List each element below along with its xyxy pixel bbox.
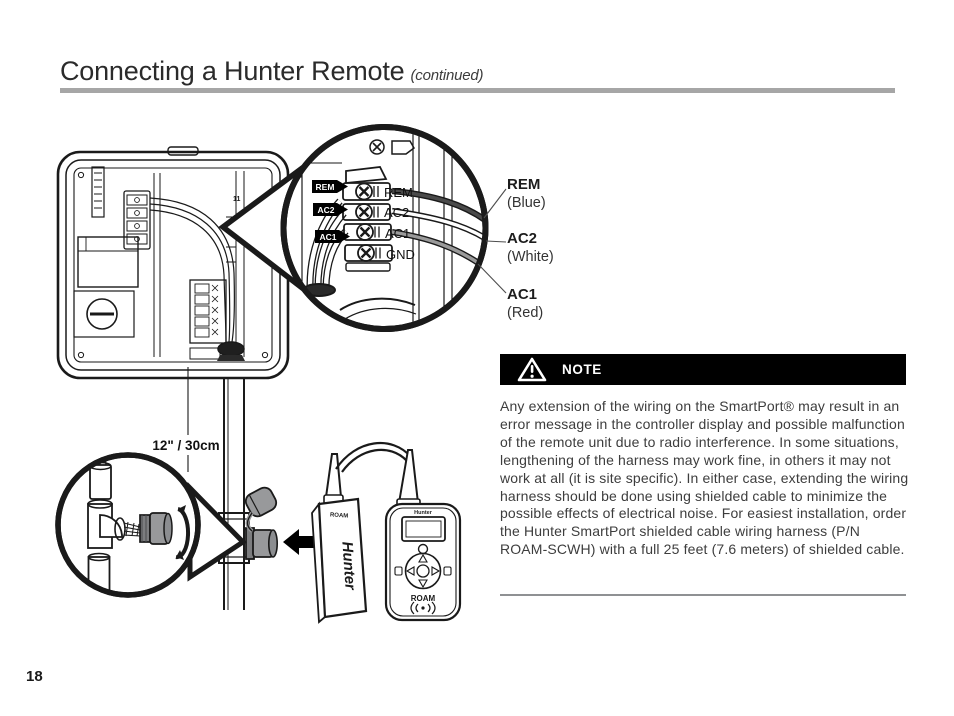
station-number-label: 11 (233, 196, 241, 203)
callout-ac2: AC2 (White) (507, 230, 597, 266)
page-title-main: Connecting a Hunter Remote (60, 56, 405, 86)
callout-rem: REM (Blue) (507, 176, 597, 212)
terminal-magnifier: REM AC2 AC1 GND REM AC2 AC1 (218, 124, 507, 332)
terminal-label-ac2: AC2 (384, 205, 409, 220)
svg-text:AC2: AC2 (317, 205, 334, 215)
callout-ac1-name: AC1 (507, 286, 538, 303)
note-body-text: Any extension of the wiring on the Smart… (500, 398, 909, 558)
svg-text:AC1: AC1 (319, 232, 336, 242)
conduit-pipe (218, 378, 315, 610)
smartport-connector (245, 527, 279, 560)
station-terminals (189, 279, 227, 344)
terminal-label-ac1: AC1 (385, 226, 410, 241)
note-header-bar: NOTE (500, 354, 906, 385)
dimension: 12" / 30cm (152, 367, 220, 472)
remote-brand-label: Hunter (414, 510, 433, 516)
wiring-illustration: 11 (40, 105, 510, 657)
remote-transmitter: ROAM Hunter (311, 442, 412, 624)
controller-drawing: 11 (56, 146, 290, 380)
connector-cap (244, 486, 278, 533)
note-bottom-rule (500, 594, 906, 596)
page-number: 18 (26, 668, 43, 685)
dimension-label: 12" / 30cm (152, 438, 219, 453)
title-divider (60, 88, 895, 93)
tee-detail-magnifier (55, 452, 247, 598)
terminal-label-gnd: GND (386, 247, 415, 262)
remote-model-label: ROAM (411, 594, 436, 603)
remote-handheld: Hunter ROAM (384, 449, 462, 622)
wiring-illustration-svg: 11 (55, 124, 507, 624)
cable-grommet (217, 341, 245, 361)
callout-ac2-name: AC2 (507, 230, 538, 247)
callout-ac1-color: (Red) (507, 305, 544, 321)
radio-waves-icon (410, 601, 436, 615)
callout-ac1: AC1 (Red) (507, 286, 597, 322)
callout-ac2-color: (White) (507, 249, 554, 265)
callout-leader-lines (477, 188, 507, 294)
wire-tag-ac2: AC2 (313, 203, 348, 216)
page-title: Connecting a Hunter Remote (continued) (60, 56, 484, 87)
page-title-continued: (continued) (410, 67, 484, 84)
magnified-wires (391, 187, 484, 267)
smartport-terminals-small (123, 190, 151, 250)
radio-signal-icon (335, 442, 412, 473)
note-title: NOTE (562, 362, 602, 377)
terminal-label-rem: REM (384, 185, 413, 200)
harness-wires (149, 197, 235, 343)
wire-tag-ac1: AC1 (315, 230, 350, 243)
transmitter-brand-label: Hunter (338, 541, 358, 592)
svg-text:REM: REM (316, 182, 335, 192)
transmitter-model-label: ROAM (330, 512, 349, 519)
callout-rem-name: REM (507, 176, 541, 193)
wire-tag-rem: REM (312, 180, 348, 193)
callout-rem-color: (Blue) (507, 195, 546, 211)
magnified-terminal-block (342, 166, 393, 272)
insert-arrow-icon (283, 529, 315, 555)
warning-triangle-icon (517, 357, 547, 382)
